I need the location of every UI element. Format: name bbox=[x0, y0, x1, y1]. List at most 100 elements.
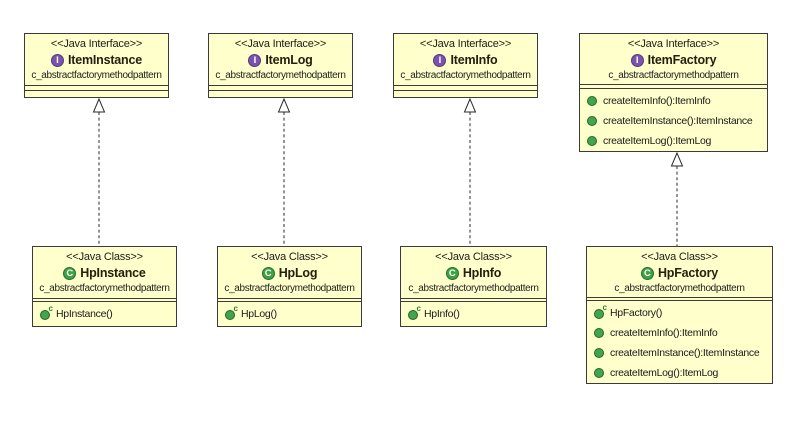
interface-box-iteminstance[interactable]: <<Java Interface>> I ItemInstance c_abst… bbox=[24, 33, 169, 98]
method-label: createItemLog():ItemLog bbox=[610, 367, 719, 379]
fields-compartment bbox=[394, 86, 537, 91]
constructor-circle bbox=[594, 309, 604, 319]
name-line: C HpInfo bbox=[401, 265, 546, 282]
method-label: createItemInstance():ItemInstance bbox=[610, 347, 760, 359]
method-label: createItemInstance():ItemInstance bbox=[603, 115, 753, 127]
constructor-superscript: c bbox=[602, 303, 607, 312]
class-box-hpinstance[interactable]: <<Java Class>> C HpInstance c_abstractfa… bbox=[32, 246, 177, 327]
class-header: <<Java Class>> C HpLog c_abstractfactory… bbox=[218, 247, 361, 299]
package-label: c_abstractfactorymethodpattern bbox=[31, 70, 162, 81]
realization-arrow-hpinfo-iteminfo[interactable] bbox=[462, 97, 478, 246]
methods-compartment bbox=[209, 91, 352, 97]
constructor-icon: c bbox=[40, 304, 53, 320]
package-label: c_abstractfactorymethodpattern bbox=[614, 283, 745, 294]
method-item[interactable]: createItemInstance():ItemInstance bbox=[587, 343, 772, 363]
class-name: HpLog bbox=[278, 266, 318, 280]
public-method-icon bbox=[587, 116, 597, 126]
public-method-icon bbox=[594, 348, 604, 358]
class-header: <<Java Class>> C HpFactory c_abstractfac… bbox=[587, 247, 772, 299]
interface-name: ItemFactory bbox=[647, 53, 717, 67]
constructor-icon: c bbox=[594, 303, 607, 319]
stereotype-label: <<Java Class>> bbox=[66, 251, 143, 263]
method-item[interactable]: createItemInstance():ItemInstance bbox=[580, 111, 767, 131]
method-item[interactable]: createItemLog():ItemLog bbox=[587, 363, 772, 383]
package-label: c_abstractfactorymethodpattern bbox=[400, 70, 531, 81]
package-label: c_abstractfactorymethodpattern bbox=[215, 70, 346, 81]
stereotype-label: <<Java Interface>> bbox=[50, 38, 143, 50]
constructor-item[interactable]: c HpInstance() bbox=[33, 304, 176, 324]
class-icon: C bbox=[640, 267, 654, 280]
class-header: <<Java Class>> C HpInfo c_abstractfactor… bbox=[401, 247, 546, 299]
constructor-item[interactable]: c HpInfo() bbox=[401, 304, 546, 324]
fields-compartment bbox=[25, 86, 168, 91]
public-method-icon bbox=[594, 368, 604, 378]
method-item[interactable]: createItemInfo():ItemInfo bbox=[580, 91, 767, 111]
class-box-hpfactory[interactable]: <<Java Class>> C HpFactory c_abstractfac… bbox=[586, 246, 773, 384]
constructor-label: HpInfo() bbox=[424, 308, 460, 320]
interface-icon: I bbox=[433, 54, 447, 67]
methods-compartment bbox=[394, 91, 537, 97]
fields-compartment bbox=[587, 298, 772, 301]
class-icon: C bbox=[445, 267, 459, 280]
constructor-item[interactable]: c HpLog() bbox=[218, 304, 361, 324]
fields-compartment bbox=[209, 86, 352, 91]
method-item[interactable]: createItemLog():ItemLog bbox=[580, 131, 767, 151]
stereotype-label: <<Java Class>> bbox=[435, 251, 512, 263]
realization-arrow-hpinstance-iteminstance[interactable] bbox=[91, 97, 107, 246]
constructor-item[interactable]: c HpFactory() bbox=[587, 303, 772, 323]
interface-box-itemfactory[interactable]: <<Java Interface>> I ItemFactory c_abstr… bbox=[579, 33, 768, 152]
name-line: C HpInstance bbox=[33, 265, 176, 282]
stereotype-label: <<Java Class>> bbox=[641, 251, 718, 263]
public-method-icon bbox=[587, 136, 597, 146]
fields-compartment bbox=[218, 299, 361, 302]
stereotype-label: <<Java Class>> bbox=[251, 251, 328, 263]
realization-arrow-hplog-itemlog[interactable] bbox=[276, 97, 292, 246]
fields-compartment bbox=[580, 85, 767, 89]
interface-header: <<Java Interface>> I ItemLog c_abstractf… bbox=[209, 34, 352, 86]
constructor-superscript: c bbox=[48, 304, 53, 313]
constructor-superscript: c bbox=[233, 304, 238, 313]
interface-icon: I bbox=[630, 54, 644, 67]
method-item[interactable]: createItemInfo():ItemInfo bbox=[587, 323, 772, 343]
interface-icon: I bbox=[248, 54, 262, 67]
name-line: I ItemFactory bbox=[580, 52, 767, 69]
interface-header: <<Java Interface>> I ItemFactory c_abstr… bbox=[580, 34, 767, 86]
package-label: c_abstractfactorymethodpattern bbox=[224, 283, 355, 294]
name-line: I ItemLog bbox=[209, 52, 352, 69]
public-method-icon bbox=[594, 328, 604, 338]
package-label: c_abstractfactorymethodpattern bbox=[408, 283, 539, 294]
method-label: createItemLog():ItemLog bbox=[603, 135, 712, 147]
constructor-label: HpInstance() bbox=[56, 308, 113, 320]
constructor-circle bbox=[408, 310, 418, 320]
class-box-hpinfo[interactable]: <<Java Class>> C HpInfo c_abstractfactor… bbox=[400, 246, 547, 327]
fields-compartment bbox=[401, 299, 546, 302]
method-label: createItemInfo():ItemInfo bbox=[610, 327, 718, 339]
package-label: c_abstractfactorymethodpattern bbox=[608, 70, 739, 81]
class-name: HpInstance bbox=[80, 266, 146, 280]
class-icon: C bbox=[63, 267, 77, 280]
name-line: C HpFactory bbox=[587, 265, 772, 282]
name-line: I ItemInfo bbox=[394, 52, 537, 69]
interface-box-itemlog[interactable]: <<Java Interface>> I ItemLog c_abstractf… bbox=[208, 33, 353, 98]
methods-compartment: c HpLog() bbox=[218, 302, 361, 326]
class-icon: C bbox=[261, 267, 275, 280]
stereotype-label: <<Java Interface>> bbox=[419, 38, 512, 50]
constructor-icon: c bbox=[225, 304, 238, 320]
realization-arrow-hpfactory-itemfactory[interactable] bbox=[669, 151, 685, 246]
interface-box-iteminfo[interactable]: <<Java Interface>> I ItemInfo c_abstract… bbox=[393, 33, 538, 98]
package-label: c_abstractfactorymethodpattern bbox=[39, 283, 170, 294]
constructor-label: HpLog() bbox=[241, 308, 277, 320]
stereotype-label: <<Java Interface>> bbox=[627, 38, 720, 50]
class-box-hplog[interactable]: <<Java Class>> C HpLog c_abstractfactory… bbox=[217, 246, 362, 327]
name-line: I ItemInstance bbox=[25, 52, 168, 69]
interface-name: ItemInstance bbox=[67, 53, 143, 67]
method-label: createItemInfo():ItemInfo bbox=[603, 95, 711, 107]
constructor-label: HpFactory() bbox=[610, 307, 663, 319]
name-line: C HpLog bbox=[218, 265, 361, 282]
interface-header: <<Java Interface>> I ItemInfo c_abstract… bbox=[394, 34, 537, 86]
methods-compartment: c HpInstance() bbox=[33, 302, 176, 326]
interface-name: ItemLog bbox=[265, 53, 313, 67]
methods-compartment bbox=[25, 91, 168, 97]
class-name: HpInfo bbox=[462, 266, 502, 280]
